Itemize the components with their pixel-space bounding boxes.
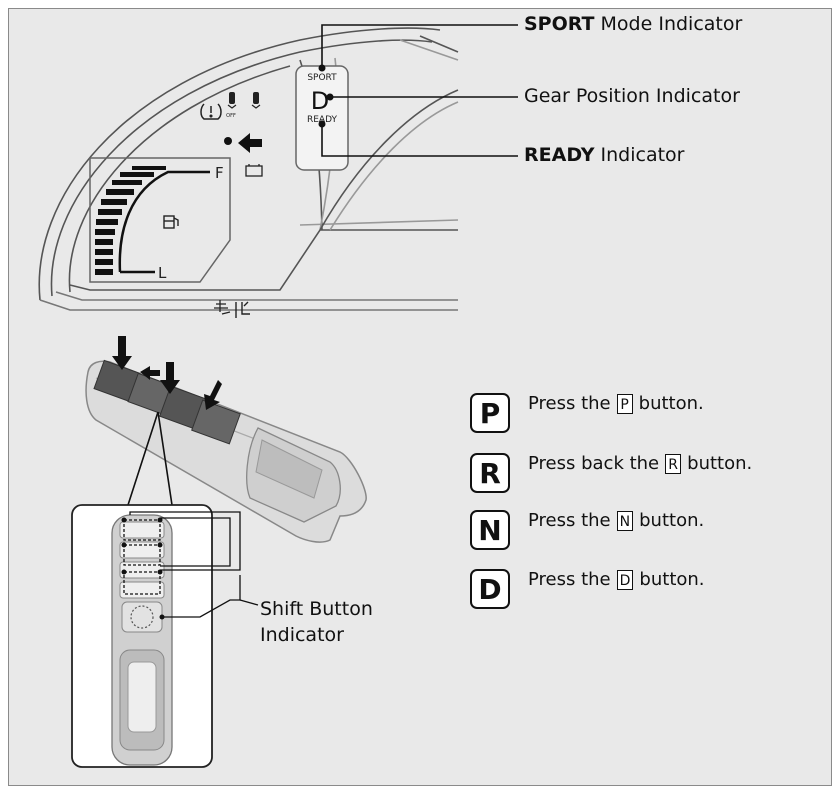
shift-button-callout-line1: Shift Button (260, 598, 373, 620)
fuel-full-label: F (215, 164, 224, 182)
battery-icon (245, 164, 263, 177)
legend-text-d: Press the D button. (528, 569, 705, 590)
mini-key-r: R (665, 453, 682, 474)
vsa-off-icon (227, 92, 237, 109)
tire-icon (214, 300, 231, 315)
legend-text-n: Press the N button. (528, 510, 704, 531)
legend-before: Press the (528, 510, 611, 531)
cluster-ready-text: READY (307, 115, 338, 125)
inset-marker-dots (121, 517, 165, 620)
ready-callout: READY Indicator (524, 144, 684, 166)
legend-after: button. (639, 510, 705, 531)
sport-callout-text: Mode Indicator (594, 13, 743, 35)
r-button-icon: R (470, 453, 510, 493)
n-button-icon: N (470, 510, 510, 550)
legend-text-p: Press the P button. (528, 393, 704, 414)
arrow-left-icon (238, 133, 262, 153)
indicator-dot (224, 137, 232, 145)
legend-after: button. (639, 569, 705, 590)
vsa-off-small-text: OFF (226, 113, 236, 119)
ready-callout-text: Indicator (594, 144, 685, 166)
zoom-lines (127, 411, 173, 506)
legend-row-n: N Press the N button. (470, 510, 704, 554)
shift-indicator-leader (239, 599, 259, 606)
shift-button-callout-line2: Indicator (260, 624, 344, 646)
inset-console (111, 514, 173, 766)
fuel-low-label: L (158, 264, 167, 282)
fuel-gauge-bars (95, 166, 166, 275)
mini-key-d: D (616, 569, 634, 590)
legend-after: button. (638, 393, 704, 414)
legend-row-p: P Press the P button. (470, 393, 704, 437)
d-button-icon: D (470, 569, 510, 609)
legend-after: button. (687, 453, 753, 474)
callout-dots (318, 64, 334, 128)
fuel-pump-icon (163, 215, 179, 229)
legend-row-d: D Press the D button. (470, 569, 705, 613)
legend-before: Press the (528, 393, 611, 414)
fuel-gauge-scale (118, 170, 210, 273)
inset-markers (123, 511, 241, 618)
legend-before: Press the (528, 569, 611, 590)
p-button-icon: P (470, 393, 510, 433)
mini-key-n: N (616, 510, 634, 531)
sport-callout-bold: SPORT (524, 13, 595, 35)
fuel-gauge-frame (89, 157, 231, 283)
cluster-sport-text: SPORT (307, 73, 337, 83)
legend-before: Press back the (528, 453, 660, 474)
instrument-cluster (38, 27, 459, 311)
ready-callout-bold: READY (524, 144, 595, 166)
press-arrows (112, 336, 222, 410)
seat-icon (235, 301, 250, 318)
gear-position-callout: Gear Position Indicator (524, 85, 740, 107)
vsa-icon (251, 92, 261, 109)
callout-leaders (321, 24, 518, 157)
legend-text-r: Press back the R button. (528, 453, 752, 474)
sport-mode-callout: SPORT Mode Indicator (524, 13, 742, 35)
cluster-gear-letter: D (311, 87, 329, 115)
legend-row-r: R Press back the R button. (470, 453, 752, 497)
tpms-icon (200, 103, 222, 120)
shift-console (85, 359, 367, 543)
mini-key-p: P (616, 393, 633, 414)
